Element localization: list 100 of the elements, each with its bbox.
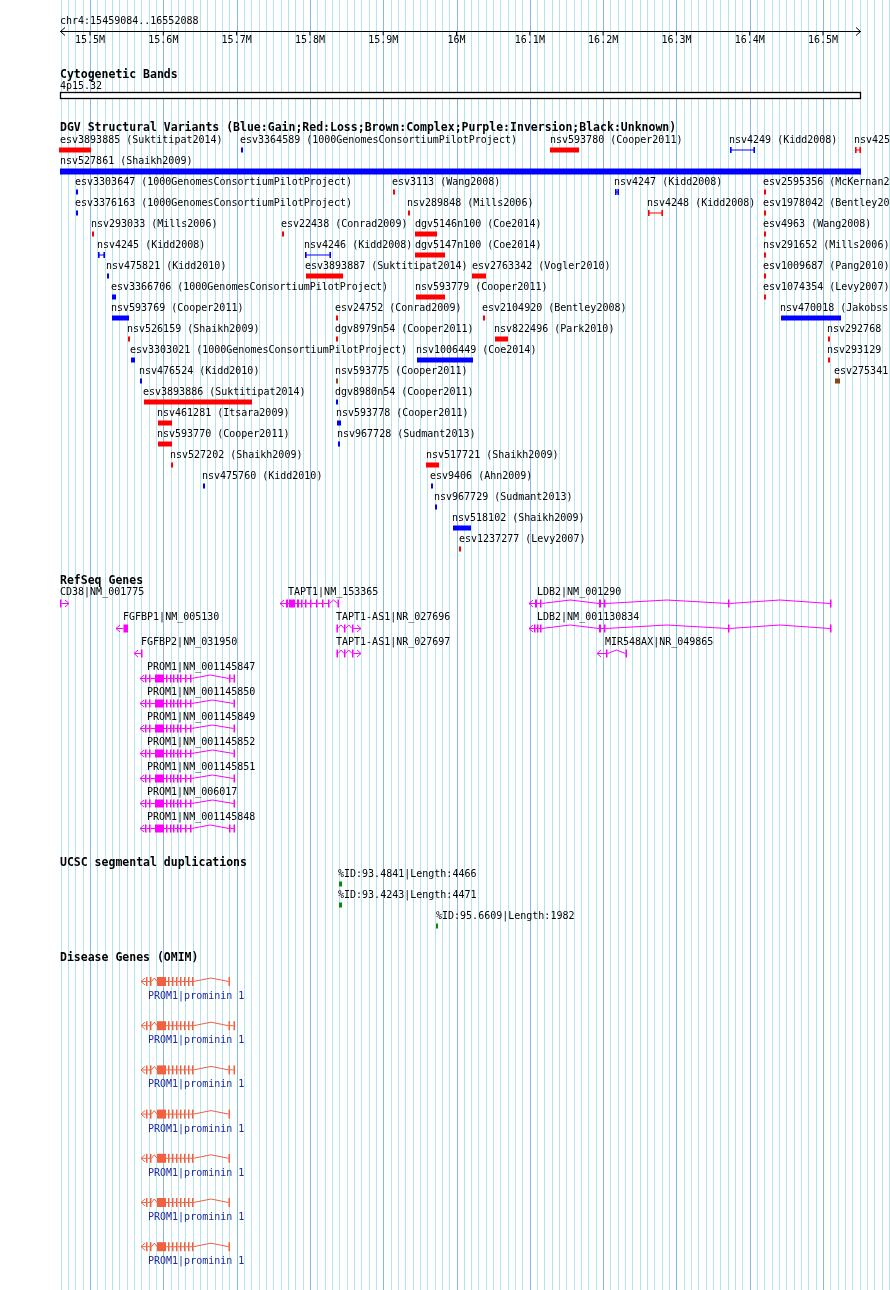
variant-label: nsv291652 (Mills2006): [763, 239, 890, 251]
segmental-duplication-label: %ID:93.4243|Length:4471: [338, 889, 477, 901]
segmental-duplication-label: %ID:93.4841|Length:4466: [338, 868, 477, 880]
gene-label: FGFBP1|NM_005130: [123, 611, 220, 623]
variant-label: nsv593775 (Cooper2011): [335, 365, 468, 377]
variant-label: esv1074354 (Levy2007): [763, 281, 890, 293]
gene-label: TAPT1-AS1|NR_027696: [336, 611, 451, 623]
variant-label: esv2763342 (Vogler2010): [472, 260, 611, 272]
scale-tick-label: 16.1M: [514, 34, 545, 46]
variant-label: esv1237277 (Levy2007): [459, 533, 586, 545]
scale-tick-label: 15.5M: [75, 34, 106, 46]
gene-label: PROM1|NM_001145848: [147, 811, 256, 823]
variant-label: nsv822496 (Park2010): [494, 323, 615, 335]
variant-label: esv4963 (Wang2008): [763, 218, 872, 230]
variant-label: nsv461281 (Itsara2009): [157, 407, 290, 419]
scale-tick-label: 16M: [447, 34, 466, 46]
cytoband-label: 4p15.32: [60, 80, 103, 92]
variant-label: esv3113 (Wang2008): [392, 176, 501, 188]
variant-label: nsv475821 (Kidd2010): [106, 260, 227, 272]
gene-label: PROM1|NM_006017: [147, 786, 238, 798]
variant-label: esv1009687 (Pang2010): [763, 260, 890, 272]
variant-label: nsv593780 (Cooper2011): [550, 134, 683, 146]
variant-label: esv2595356 (McKernan2: [763, 176, 890, 188]
gene-label: PROM1|NM_001145850: [147, 686, 256, 698]
variant-label: esv1978042 (Bentley20: [763, 197, 890, 209]
variant-label: nsv293033 (Mills2006): [91, 218, 218, 230]
scale-tick-label: 16.4M: [734, 34, 765, 46]
omim-gene-link: PROM1|prominin 1: [148, 1166, 245, 1179]
omim-gene-link: PROM1|prominin 1: [148, 990, 245, 1002]
variant-label: esv275341: [834, 365, 889, 377]
variant-label: nsv4245 (Kidd2008): [97, 239, 206, 251]
variant-label: nsv476524 (Kidd2010): [139, 365, 260, 377]
gene-label: PROM1|NM_001145849: [147, 711, 256, 723]
variant-label: nsv593779 (Cooper2011): [415, 281, 548, 293]
gene-label: TAPT1|NM_153365: [288, 586, 379, 598]
segmental-duplication-label: %ID:95.6609|Length:1982: [436, 910, 575, 922]
gene-label: TAPT1-AS1|NR_027697: [336, 636, 451, 648]
variant-label: nsv4248 (Kidd2008): [647, 197, 756, 209]
variant-label: esv3893885 (Suktitipat2014): [60, 134, 223, 146]
variant-label: dgv5147n100 (Coe2014): [415, 239, 542, 251]
omim-gene-link: PROM1|prominin 1: [148, 1255, 245, 1268]
variant-label: nsv518102 (Shaikh2009): [452, 512, 585, 524]
gene-label: PROM1|NM_001145847: [147, 661, 256, 673]
omim-gene-link: PROM1|prominin 1: [148, 1078, 245, 1091]
variant-label: nsv593770 (Cooper2011): [157, 428, 290, 440]
track-title: Disease Genes (OMIM): [60, 950, 199, 964]
gene-label: MIR548AX|NR_049865: [605, 636, 714, 648]
scale-tick-label: 16.2M: [588, 34, 619, 46]
variant-label: dgv5146n100 (Coe2014): [415, 218, 542, 230]
gene-label: CD38|NM_001775: [60, 586, 145, 598]
coordinate-range-label: chr4:15459084..16552088: [60, 15, 199, 27]
scale-tick-label: 15.6M: [148, 34, 179, 46]
variant-label: nsv593778 (Cooper2011): [336, 407, 469, 419]
omim-gene-link: PROM1|prominin 1: [148, 1034, 245, 1047]
variant-label: nsv967729 (Sudmant2013): [434, 491, 573, 503]
scale-tick-label: 15.9M: [368, 34, 399, 46]
variant-label: nsv425: [854, 134, 890, 146]
variant-label: nsv967728 (Sudmant2013): [337, 428, 476, 440]
variant-label: nsv517721 (Shaikh2009): [426, 449, 559, 461]
variant-label: nsv527202 (Shaikh2009): [170, 449, 303, 461]
gene-label: PROM1|NM_001145852: [147, 736, 256, 748]
omim-gene-link: PROM1|prominin 1: [148, 1211, 245, 1223]
variant-label: esv3376163 (1000GenomesConsortiumPilotProject): [75, 197, 352, 209]
variant-label: nsv293129: [827, 344, 882, 356]
track-title: UCSC segmental duplications: [60, 855, 247, 869]
variant-label: nsv475760 (Kidd2010): [202, 470, 323, 482]
variant-label: esv2104920 (Bentley2008): [482, 302, 627, 314]
track-title: RefSeq Genes: [60, 573, 144, 587]
variant-label: esv3366706 (1000GenomesConsortiumPilotProject): [111, 281, 388, 293]
variant-label: esv3303647 (1000GenomesConsortiumPilotProject): [75, 176, 352, 188]
variant-label: dgv8979n54 (Cooper2011): [335, 323, 474, 335]
variant-label: esv22438 (Conrad2009): [281, 218, 408, 230]
variant-label: nsv4249 (Kidd2008): [729, 134, 838, 146]
gene-label: LDB2|NM_001130834: [537, 611, 640, 623]
variant-label: nsv527861 (Shaikh2009): [60, 155, 193, 167]
scale-tick-label: 15.7M: [221, 34, 252, 46]
variant-label: esv24752 (Conrad2009): [335, 302, 462, 314]
gene-label: PROM1|NM_001145851: [147, 761, 256, 773]
variant-label: nsv593769 (Cooper2011): [111, 302, 244, 314]
gene-label: FGFBP2|NM_031950: [141, 636, 238, 648]
variant-label: esv3364589 (1000GenomesConsortiumPilotProject): [240, 134, 517, 146]
scale-tick-label: 16.3M: [661, 34, 692, 46]
variant-label: esv3893886 (Suktitipat2014): [143, 386, 306, 398]
variant-label: nsv526159 (Shaikh2009): [127, 323, 260, 335]
variant-label: nsv4246 (Kidd2008): [304, 239, 413, 251]
variant-label: nsv1006449 (Coe2014): [416, 344, 537, 356]
variant-label: nsv470018 (Jakobss: [780, 302, 889, 314]
track-title: Cytogenetic Bands: [60, 67, 178, 81]
variant-label: nsv4247 (Kidd2008): [614, 176, 723, 188]
variant-label: nsv292768: [827, 323, 882, 335]
variant-label: esv3893887 (Suktitipat2014): [305, 260, 468, 272]
scale-tick-label: 16.5M: [808, 34, 839, 46]
omim-gene-link: PROM1|prominin 1: [148, 1122, 245, 1135]
variant-label: esv3303021 (1000GenomesConsortiumPilotProject): [130, 344, 407, 356]
gene-label: LDB2|NM_001290: [537, 586, 622, 598]
variant-label: dgv8980n54 (Cooper2011): [335, 386, 474, 398]
track-title: DGV Structural Variants (Blue:Gain;Red:Loss;Brown:Complex;Purple:Inversion;Black:Unknown): [60, 120, 677, 134]
variant-label: esv9406 (Ahn2009): [430, 470, 533, 482]
scale-tick-label: 15.8M: [294, 34, 325, 46]
variant-label: nsv289848 (Mills2006): [407, 197, 534, 209]
